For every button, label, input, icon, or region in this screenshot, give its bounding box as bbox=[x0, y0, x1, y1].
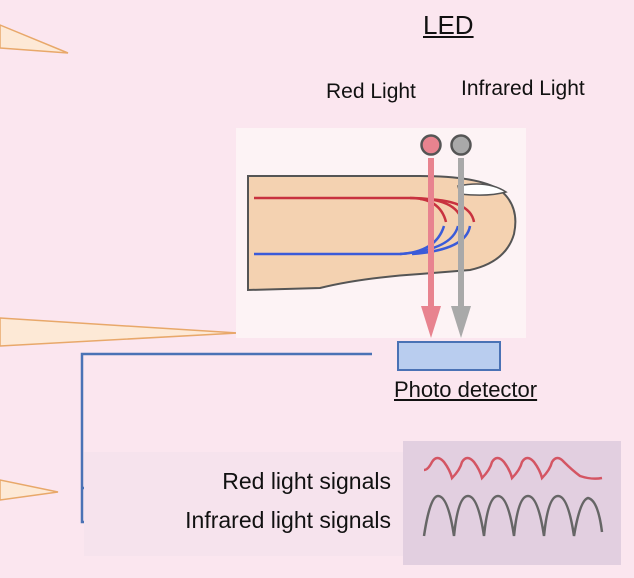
pointer-triangle-middle bbox=[0, 317, 239, 347]
fingernail bbox=[457, 183, 508, 196]
infrared-waveform bbox=[422, 494, 604, 537]
waveform-panel bbox=[403, 441, 621, 565]
red-light-label: Red Light bbox=[326, 80, 416, 103]
led-heading: LED bbox=[423, 10, 474, 40]
pointer-triangle-bottom bbox=[0, 479, 59, 501]
red-light-beam bbox=[421, 158, 441, 338]
pointer-triangle-top bbox=[0, 24, 69, 54]
photo-detector-label: Photo detector bbox=[394, 377, 538, 402]
red-light-signals-label: Red light signals bbox=[222, 468, 391, 494]
infrared-light-label: Infrared Light bbox=[461, 77, 585, 100]
photo-detector-box bbox=[397, 341, 501, 371]
infrared-light-signals-label: Infrared light signals bbox=[185, 507, 391, 533]
vein-lines bbox=[254, 225, 472, 256]
signal-label-panel bbox=[84, 452, 404, 556]
red-led bbox=[420, 134, 442, 156]
infrared-light-beam bbox=[451, 158, 471, 338]
red-waveform bbox=[423, 456, 603, 481]
infrared-led bbox=[450, 134, 472, 156]
